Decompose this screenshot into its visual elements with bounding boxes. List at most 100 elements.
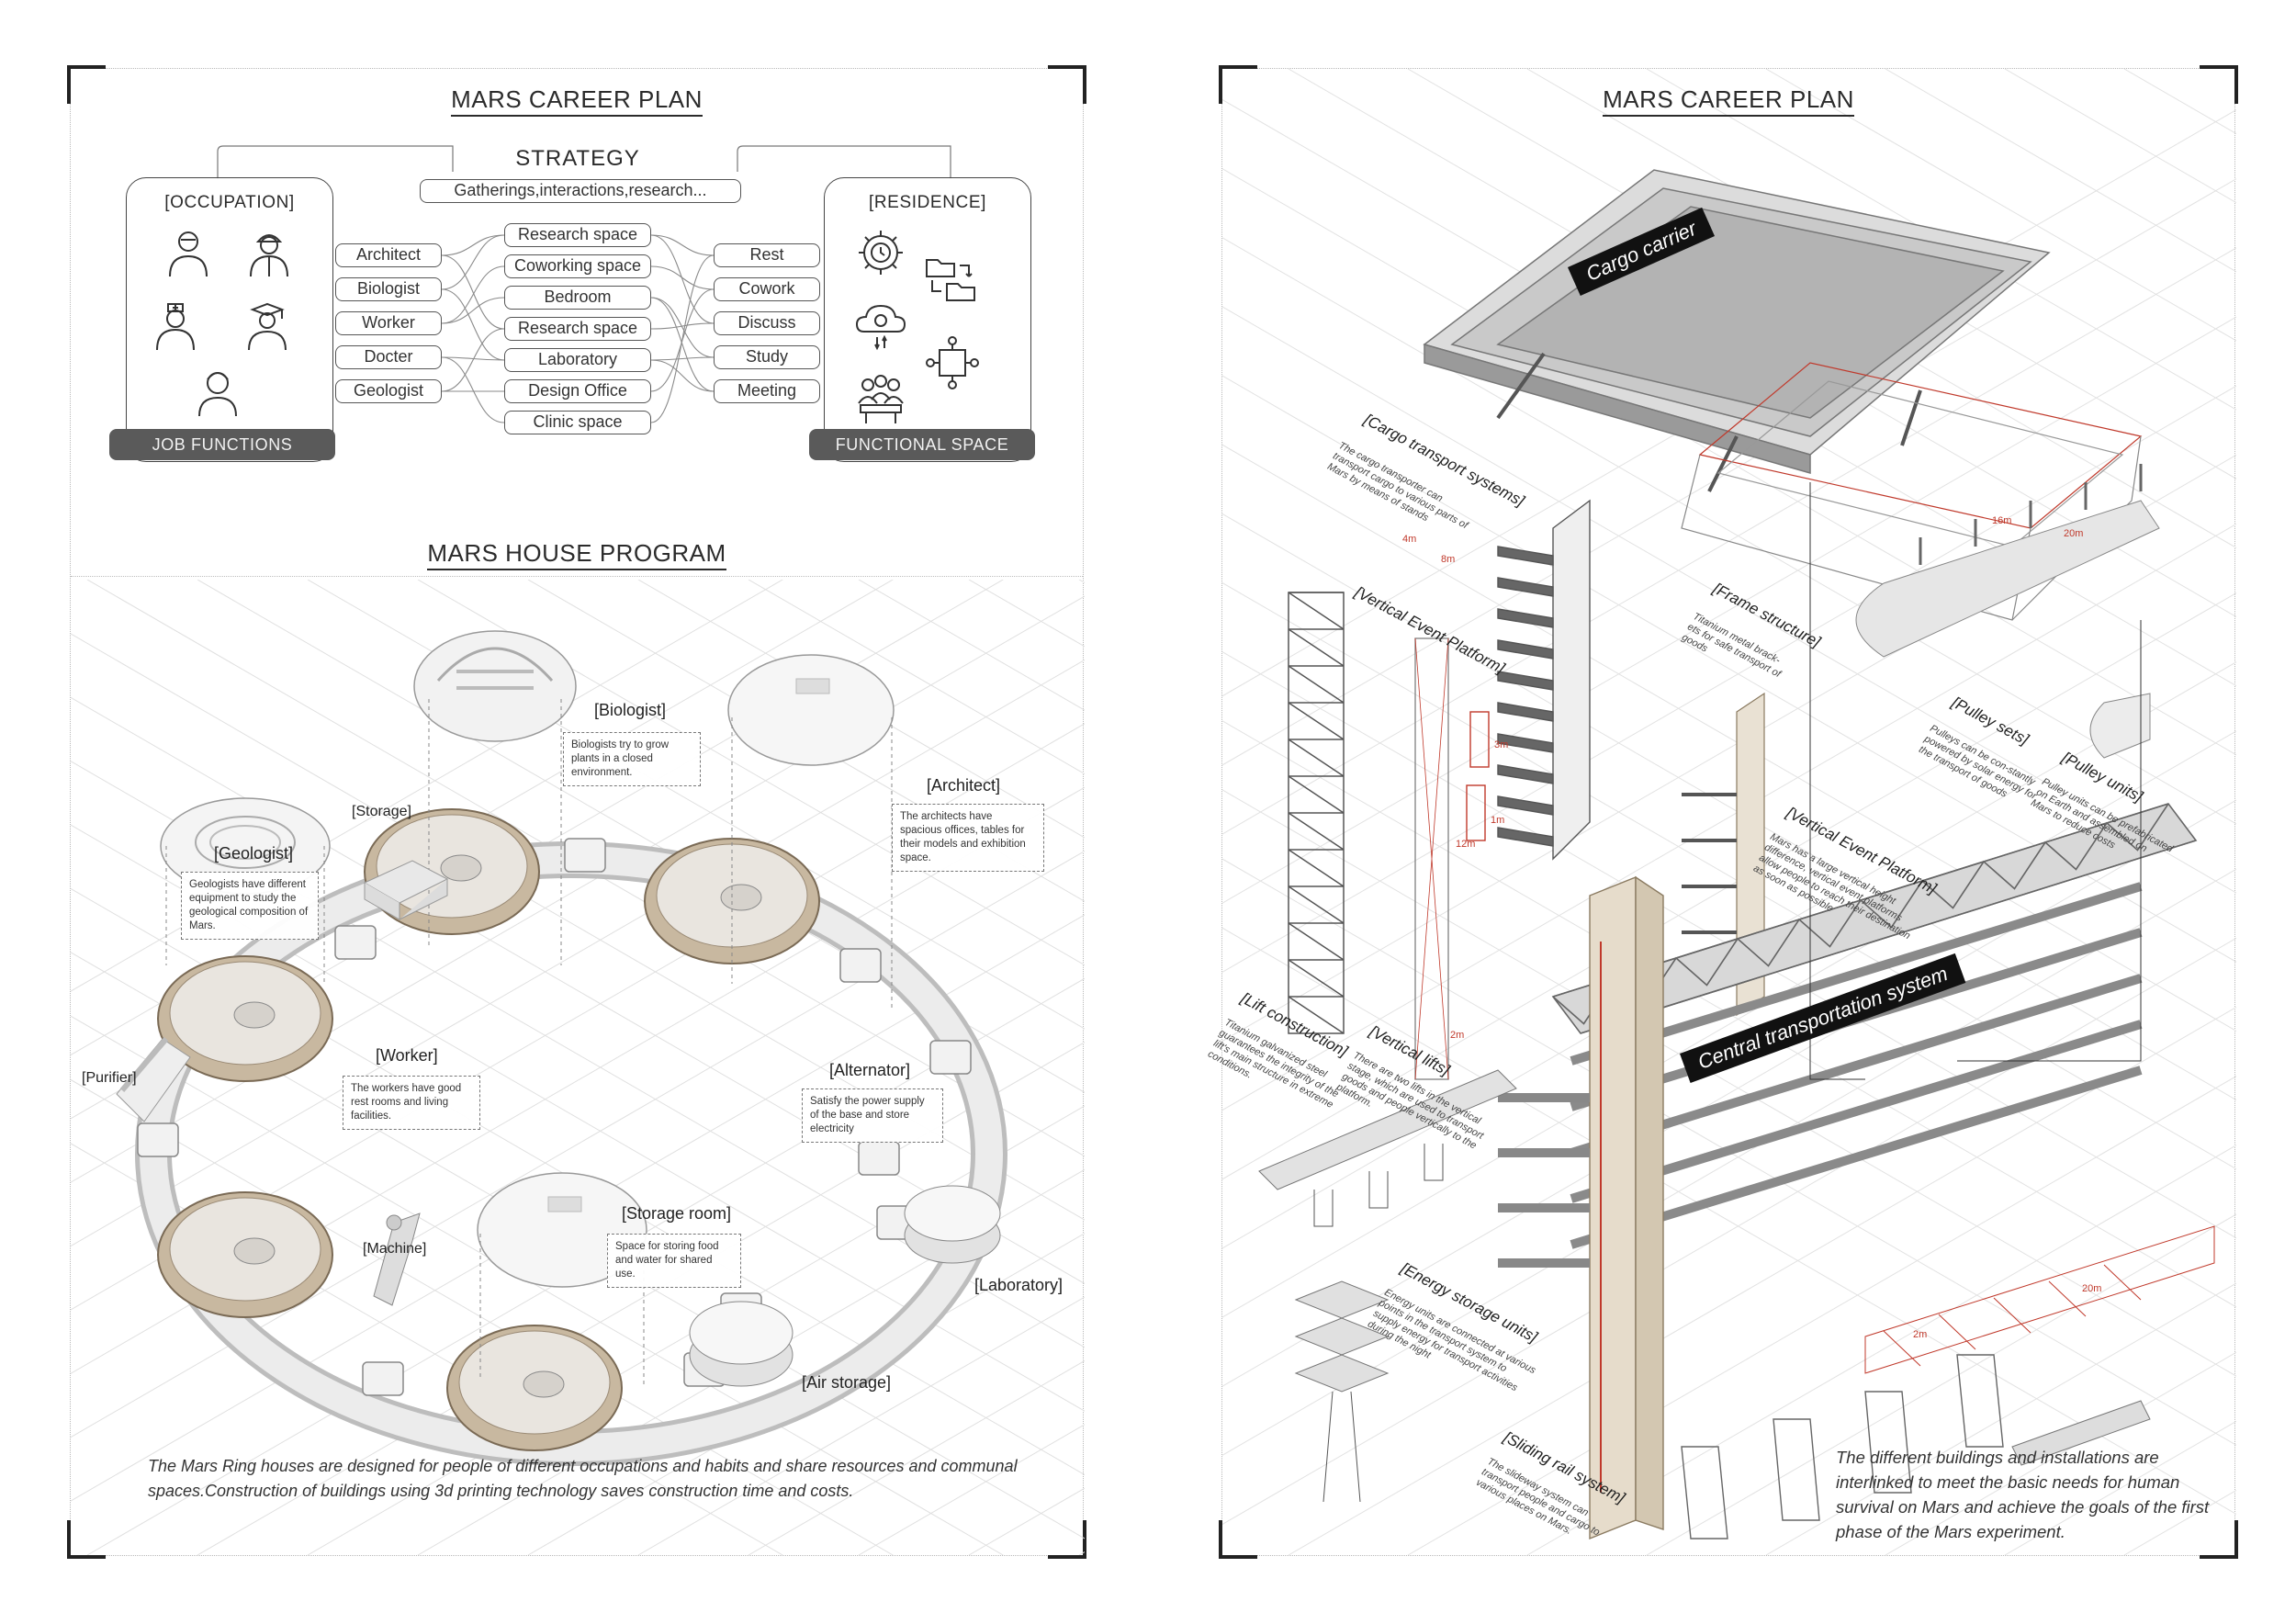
truss-dimension-drawing <box>1864 1225 2215 1374</box>
label-storage: [Storage] <box>352 804 411 819</box>
house-program-title: MARS HOUSE PROGRAM <box>71 539 1083 570</box>
label-architect: [Architect] <box>927 776 1001 795</box>
space-research-2: Research space <box>504 317 651 341</box>
scientist-icon <box>198 372 237 417</box>
support-legs <box>1681 1354 2004 1539</box>
left-panel: MARS CAREER PLAN STRATEGY Gatherings,int… <box>67 65 1086 1559</box>
pulley-units <box>2089 693 2151 759</box>
activity-meeting: Meeting <box>714 379 820 403</box>
corner-mark <box>2200 1520 2238 1559</box>
left-caption: The Mars Ring houses are designed for pe… <box>148 1457 1018 1500</box>
rail-vehicle <box>2011 1400 2151 1466</box>
pulley-sets <box>1855 464 2160 658</box>
note-biologist: Biologists try to grow plants in a close… <box>563 732 701 786</box>
gear-clock-icon <box>859 231 903 275</box>
isometric-grid <box>1222 69 2236 1555</box>
transport-illustration <box>1222 69 2236 1555</box>
corner-mark <box>67 1520 106 1559</box>
dim-8m: 8m <box>1441 554 1456 565</box>
label-worker: [Worker] <box>376 1046 438 1065</box>
occupation-frame: [OCCUPATION] <box>126 177 333 462</box>
space-laboratory: Laboratory <box>504 348 651 372</box>
occupation-architect: Architect <box>335 243 442 267</box>
habitat-pods <box>137 808 1001 1451</box>
dim-2m: 2m <box>1450 1030 1465 1041</box>
note-architect: The architects have spacious offices, ta… <box>892 804 1044 872</box>
career-connector-lines <box>217 145 951 423</box>
dim-20m-truss: 20m <box>2082 1283 2102 1294</box>
meeting-icon <box>858 375 904 423</box>
vertical-event-platform-1 <box>1497 499 1591 861</box>
cloud-gear-icon <box>855 304 906 351</box>
space-coworking: Coworking space <box>504 254 651 278</box>
isometric-grid <box>71 580 1085 1555</box>
right-panel: MARS CAREER PLAN Cargo carrier Central t… <box>1206 65 2238 1559</box>
house-program-illustration <box>71 580 1085 1555</box>
dome-roof-storage <box>477 1172 647 1288</box>
space-research: Research space <box>504 223 651 247</box>
purifier-unit <box>116 1037 191 1122</box>
energy-storage-unit <box>1294 1280 1390 1503</box>
label-storage-room: [Storage room] <box>622 1204 732 1223</box>
occupation-docter: Docter <box>335 345 442 369</box>
right-caption: The different buildings and installation… <box>1836 1448 2210 1541</box>
occupation-worker: Worker <box>335 311 442 335</box>
occupation-biologist: Biologist <box>335 277 442 301</box>
note-geologist: Geologists have different equipment to s… <box>181 872 319 940</box>
label-geologist: [Geologist] <box>214 844 294 863</box>
note-alternator: Satisfy the power supply of the base and… <box>802 1088 943 1143</box>
label-machine: [Machine] <box>363 1241 427 1257</box>
occupation-title: [OCCUPATION] <box>164 193 295 212</box>
strategy-title: STRATEGY <box>515 146 640 171</box>
job-functions-label: JOB FUNCTIONS <box>109 429 335 460</box>
activity-study: Study <box>714 345 820 369</box>
worker-helmet-icon <box>250 234 288 277</box>
dim-16m: 16m <box>1992 515 2012 526</box>
dim-3m: 3m <box>1494 739 1509 750</box>
lift-tower <box>1288 592 1345 1034</box>
dim-4m: 4m <box>1402 534 1417 545</box>
folder-transfer-icon <box>926 259 975 301</box>
vertical-lift <box>1414 637 1490 1080</box>
dome-roof-architect <box>727 654 895 766</box>
dome-roof-biologist <box>413 630 577 742</box>
doctor-icon <box>156 303 195 351</box>
occupation-geologist: Geologist <box>335 379 442 403</box>
corner-mark <box>1048 1520 1086 1559</box>
main-elevator-tower <box>1498 875 1664 1540</box>
space-bedroom: Bedroom <box>504 286 651 310</box>
activity-discuss: Discuss <box>714 311 820 335</box>
dim-1m: 1m <box>1491 815 1505 826</box>
label-laboratory: [Laboratory] <box>974 1276 1064 1294</box>
section-divider <box>71 576 1083 577</box>
label-biologist: [Biologist] <box>594 701 667 719</box>
sliding-rail <box>1258 1069 1517 1227</box>
right-title: MARS CAREER PLAN <box>1222 85 2234 117</box>
corner-mark <box>1219 1520 1257 1559</box>
strategy-subtitle: Gatherings,interactions,research... <box>420 179 741 203</box>
space-design-office: Design Office <box>504 379 651 403</box>
functional-space-label: FUNCTIONAL SPACE <box>809 429 1035 460</box>
cargo-carrier-structure <box>1423 169 2051 492</box>
dim-2m-truss: 2m <box>1913 1329 1928 1340</box>
residence-title: [RESIDENCE] <box>868 193 986 212</box>
dim-20m: 20m <box>2064 528 2084 539</box>
machine-arm <box>373 1212 421 1306</box>
collaboration-icon <box>926 336 979 389</box>
corner-mark <box>2200 65 2238 104</box>
note-worker: The workers have good rest rooms and liv… <box>343 1076 480 1130</box>
storage-unit <box>363 860 449 920</box>
label-alternator: [Alternator] <box>829 1061 911 1079</box>
space-clinic: Clinic space <box>504 411 651 434</box>
person-icon <box>169 231 208 277</box>
corner-mark <box>67 65 106 104</box>
corner-mark <box>1048 65 1086 104</box>
career-plan-title: MARS CAREER PLAN <box>71 85 1083 117</box>
dim-12m: 12m <box>1456 839 1476 850</box>
activity-rest: Rest <box>714 243 820 267</box>
label-purifier: [Purifier] <box>82 1070 137 1086</box>
note-storage-room: Space for storing food and water for sha… <box>607 1234 741 1288</box>
corner-mark <box>1219 65 1257 104</box>
graduate-icon <box>248 302 287 351</box>
activity-cowork: Cowork <box>714 277 820 301</box>
